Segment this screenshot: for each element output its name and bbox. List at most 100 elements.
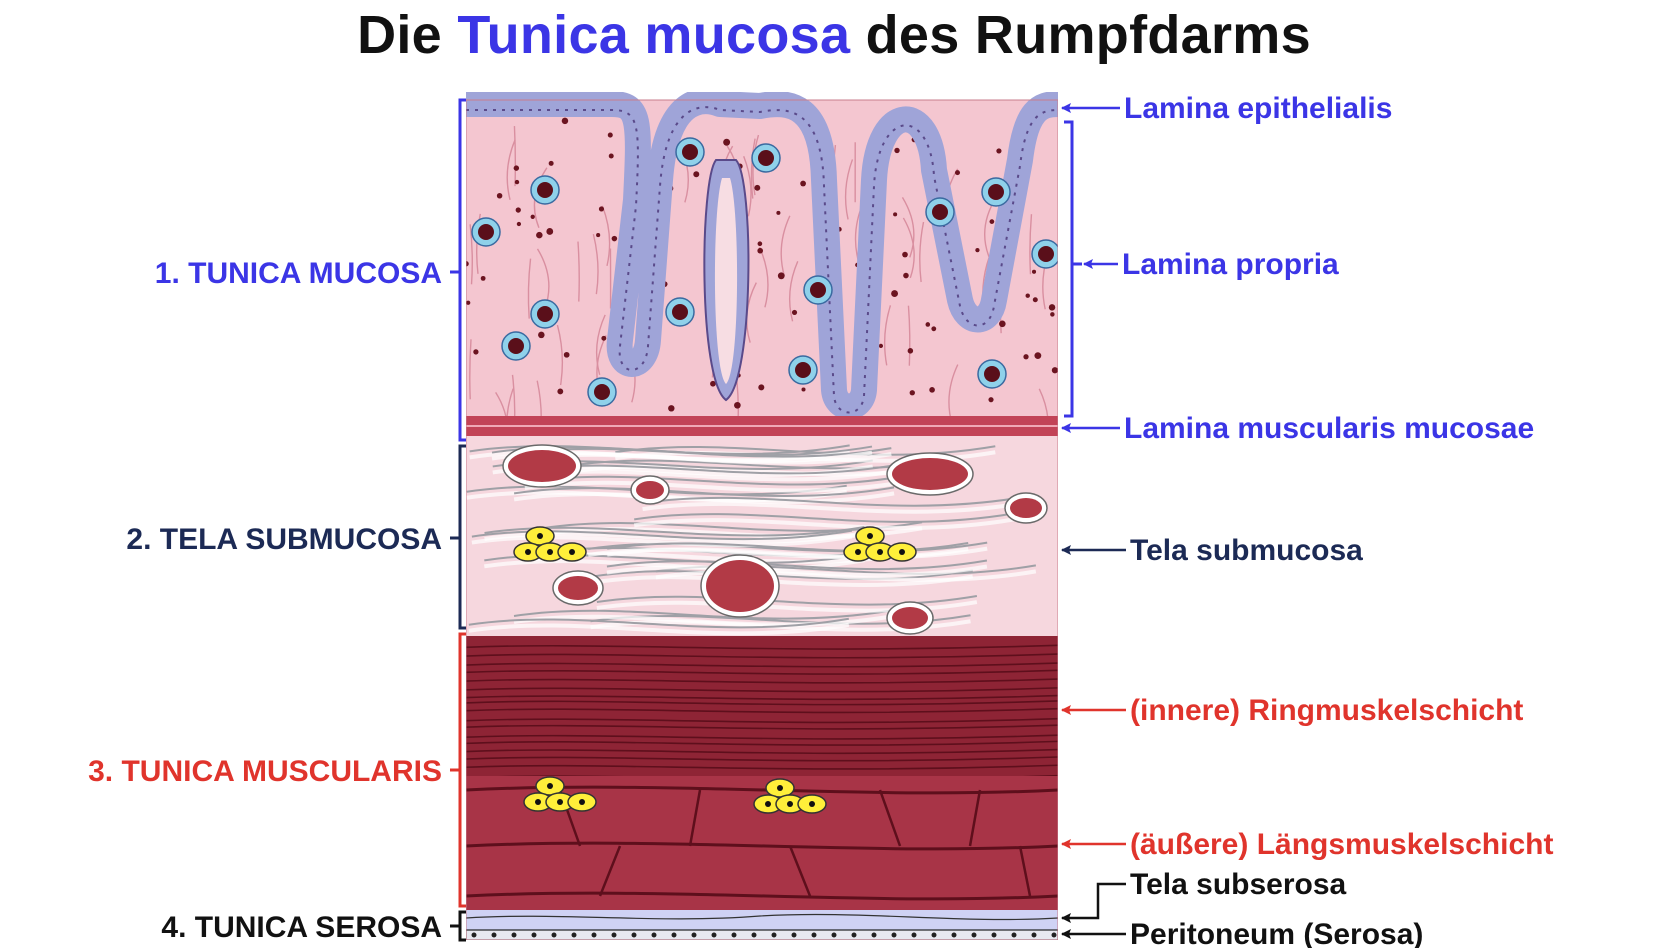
ganglion-cell-nucleus xyxy=(525,549,531,555)
nucleus-dot xyxy=(480,275,486,281)
ring-muscle-fiber xyxy=(466,756,1058,762)
ganglion-cell-nucleus xyxy=(765,801,771,807)
nucleus-dot xyxy=(607,132,613,138)
nucleus-dot xyxy=(757,241,763,247)
mesothelial-nucleus xyxy=(1011,932,1017,938)
nucleus-dot xyxy=(668,405,675,412)
nucleus-dot xyxy=(608,153,614,159)
submucosa-fiber-highlight xyxy=(642,501,1023,514)
connective-fiber xyxy=(469,339,472,400)
sublayer-arrow xyxy=(1061,882,1126,923)
nucleus-dot xyxy=(1051,367,1058,374)
sublayer-label: Peritoneum (Serosa) xyxy=(1130,918,1423,948)
connective-fiber xyxy=(919,221,925,283)
nucleus-dot xyxy=(538,331,545,339)
immune-cell-nucleus xyxy=(984,366,1000,382)
nucleus-dot xyxy=(1050,312,1055,317)
sublayer-label: Lamina muscularis mucosae xyxy=(1124,412,1534,445)
nucleus-dot xyxy=(758,384,765,391)
ganglion-cell-nucleus xyxy=(535,799,541,805)
ganglion-cell-nucleus xyxy=(547,549,553,555)
mesothelial-nucleus xyxy=(751,932,757,938)
blood-vessel-lumen xyxy=(558,576,598,600)
sublayer-label: Tela subserosa xyxy=(1130,868,1347,901)
blood-vessel-lumen xyxy=(706,560,774,612)
mesothelial-nucleus xyxy=(911,932,917,938)
epithelial-nuclei-row xyxy=(466,106,1058,414)
ring-muscle-fiber xyxy=(466,717,1058,724)
ring-muscle-fiber xyxy=(466,694,1058,701)
ring-muscle-fiber xyxy=(466,707,1058,714)
mesothelial-nucleus xyxy=(871,932,877,938)
ring-muscle-fiber xyxy=(466,740,1058,746)
mesothelial-nucleus xyxy=(471,932,477,938)
mesothelial-nucleus xyxy=(691,932,697,938)
ganglion-cell-nucleus xyxy=(877,549,883,555)
ring-muscle-fiber xyxy=(466,687,1058,693)
ring-muscle-fiber xyxy=(466,669,1058,675)
submucosa-fiber xyxy=(513,609,895,620)
mesothelial-nucleus xyxy=(591,932,597,938)
nucleus-dot xyxy=(925,322,931,327)
nucleus-dot xyxy=(954,170,961,176)
immune-cell-nucleus xyxy=(810,282,826,298)
connective-fiber xyxy=(743,156,752,217)
immune-cell-nucleus xyxy=(594,384,610,400)
submucosa-fiber-highlight xyxy=(633,517,1015,530)
immune-cell-nucleus xyxy=(758,150,774,166)
connective-fiber xyxy=(527,258,532,319)
blood-vessel-lumen xyxy=(1010,498,1042,518)
submucosa-fiber xyxy=(468,617,850,629)
ring-muscle-fiber xyxy=(466,700,1058,706)
blood-vessel-lumen xyxy=(892,607,928,629)
immune-cell-nucleus xyxy=(537,306,553,322)
tela-subserosa-tissue xyxy=(466,910,1058,930)
ganglion-cell-nucleus xyxy=(867,533,873,539)
nucleus-dot xyxy=(516,221,522,227)
nucleus-dot xyxy=(1048,304,1056,311)
ganglion-cell-nucleus xyxy=(547,783,553,789)
nucleus-dot xyxy=(777,272,785,280)
nucleus-dot xyxy=(723,138,731,146)
submucosa-fiber xyxy=(642,496,1023,507)
ganglion-cell-nucleus xyxy=(855,549,861,555)
layer-brackets xyxy=(450,98,1082,942)
mesothelial-nucleus xyxy=(551,932,557,938)
title-prefix: Die xyxy=(357,5,442,65)
mesothelial-nucleus xyxy=(711,932,717,938)
ring-muscle-fiber xyxy=(466,764,1058,770)
nucleus-dot xyxy=(776,210,781,215)
nucleus-dot xyxy=(596,233,601,238)
nucleus-dot xyxy=(563,351,570,358)
nucleus-dot xyxy=(598,206,605,212)
layer-bracket xyxy=(450,98,466,442)
submucosa-fiber xyxy=(634,512,1015,523)
connective-fiber xyxy=(556,324,564,386)
blood-vessel-lumen xyxy=(636,481,664,499)
mesothelial-nucleus xyxy=(491,932,497,938)
submucosa-fiber-highlight xyxy=(468,622,850,636)
submucosa-fiber xyxy=(606,559,988,571)
ring-muscle-fiber xyxy=(466,653,1058,659)
submucosa-fiber-highlight xyxy=(606,564,988,578)
tissue-outline xyxy=(466,99,1058,940)
nucleus-dot xyxy=(989,219,995,224)
layer-bracket xyxy=(450,632,466,908)
connective-fiber xyxy=(780,215,791,276)
connective-fiber xyxy=(907,305,911,366)
sublayer-label: (innere) Ringmuskelschicht xyxy=(1130,694,1523,727)
connective-fiber xyxy=(750,138,756,199)
mesothelial-nucleus xyxy=(651,932,657,938)
nucleus-dot xyxy=(1034,352,1042,360)
lamina-propria-bracket xyxy=(1064,120,1082,418)
ganglion-cell-nucleus xyxy=(787,801,793,807)
mesothelial-nucleus xyxy=(571,932,577,938)
layer-label: 4. TUNICA SEROSA xyxy=(161,911,442,944)
nucleus-dot xyxy=(791,309,798,316)
submucosa-fiber-highlight xyxy=(513,614,895,627)
ganglion-cell-nucleus xyxy=(569,549,575,555)
long-muscle-cell-border xyxy=(878,789,902,847)
